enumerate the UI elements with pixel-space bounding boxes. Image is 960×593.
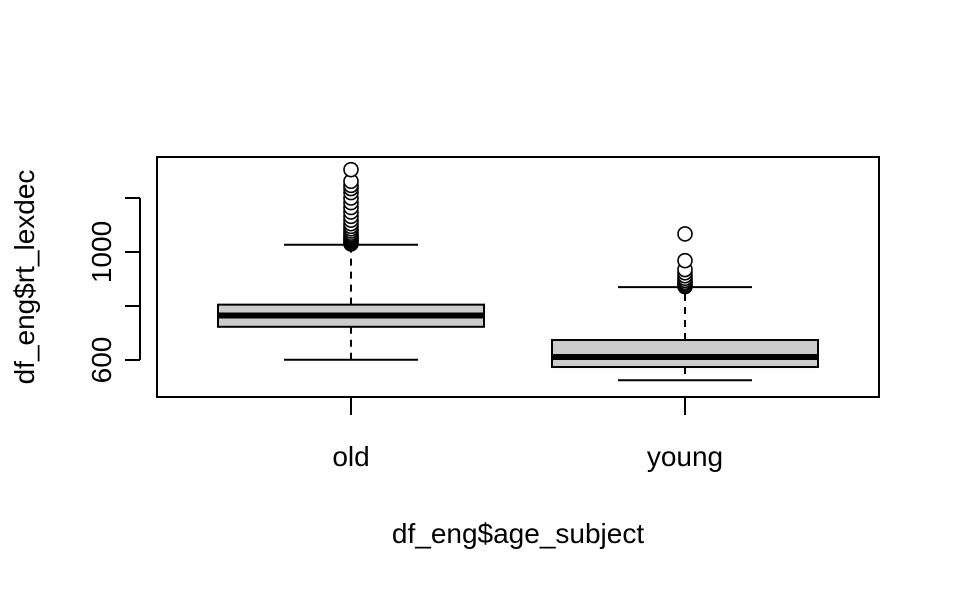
plot-frame: [156, 156, 880, 398]
y-tick-label: 1000: [86, 221, 117, 283]
outlier-point: [677, 252, 693, 269]
outlier-point: [677, 226, 693, 242]
y-axis: 600 1000: [86, 197, 141, 384]
boxes-group: [217, 161, 819, 382]
iqr-box: [551, 339, 819, 369]
outlier-point: [343, 161, 359, 178]
y-axis-label: df_eng$rt_lexdec: [9, 170, 40, 385]
box-young: [551, 226, 819, 382]
x-axis: old young: [332, 397, 723, 472]
x-tick-label: old: [332, 441, 369, 472]
box-old: [217, 161, 485, 361]
x-axis-label: df_eng$age_subject: [392, 518, 644, 549]
x-tick-label: young: [647, 441, 723, 472]
y-tick-label: 600: [86, 337, 117, 384]
